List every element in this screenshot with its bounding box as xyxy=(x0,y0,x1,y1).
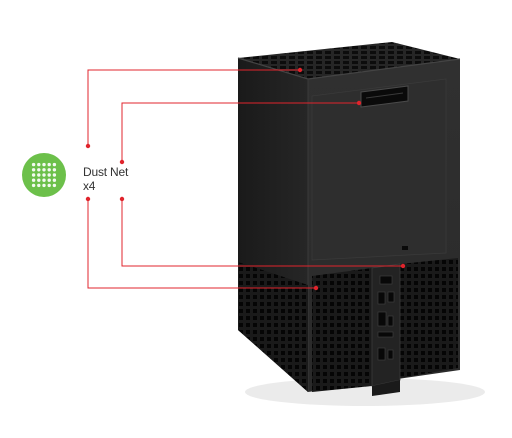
filter-perforation xyxy=(52,183,57,188)
leader-line-bottom xyxy=(87,199,316,289)
filter-perforation xyxy=(47,162,51,167)
leader-dot xyxy=(119,159,125,165)
filter-perforation xyxy=(37,173,41,177)
filter-perforation xyxy=(37,178,41,182)
leader-line-upper-vent xyxy=(121,102,359,162)
filter-perforation xyxy=(31,178,36,182)
port-power xyxy=(379,275,393,285)
filter-perforation xyxy=(47,168,51,172)
port-usb-b xyxy=(387,315,394,327)
leader-dots xyxy=(85,67,406,291)
filter-perforation xyxy=(47,173,51,177)
port-storage xyxy=(377,331,394,338)
filter-perforation xyxy=(37,168,41,172)
callout-title: Dust Net xyxy=(83,165,129,179)
filter-perforation xyxy=(47,183,51,188)
filter-perforation xyxy=(37,162,41,167)
back-mesh-left xyxy=(312,268,372,392)
filter-perforation xyxy=(42,162,46,167)
filter-perforation xyxy=(31,162,36,167)
side-mesh-vent xyxy=(238,262,308,392)
filter-perforation xyxy=(31,173,36,177)
filter-perforation xyxy=(31,168,36,172)
filter-perforation xyxy=(42,168,46,172)
port-ethernet xyxy=(377,311,387,327)
leader-dot xyxy=(85,196,91,202)
callout-quantity: x4 xyxy=(83,179,96,193)
filter-perforation xyxy=(47,178,51,182)
filter-perforation xyxy=(52,178,57,182)
leader-dot xyxy=(356,100,362,106)
filter-perforation xyxy=(42,178,46,182)
port-usb-c xyxy=(377,347,386,361)
small-port xyxy=(402,246,408,250)
leader-line-top xyxy=(87,69,300,146)
upper-vent-rib xyxy=(365,92,404,99)
port-usb-a xyxy=(387,291,395,303)
dust-filter-icon xyxy=(22,153,66,197)
leader-line-mid xyxy=(121,199,403,267)
leader-dot xyxy=(400,263,406,269)
filter-perforation xyxy=(31,183,36,188)
console-base xyxy=(372,380,400,396)
leader-dot xyxy=(85,143,91,149)
leader-lines xyxy=(87,69,403,289)
port-hdmi xyxy=(377,291,386,305)
port-aux xyxy=(387,349,394,360)
back-panel-recess xyxy=(311,78,447,261)
filter-perforation xyxy=(42,173,46,177)
leader-dot xyxy=(297,67,303,73)
leader-dot xyxy=(119,196,125,202)
filter-perforation xyxy=(42,183,46,188)
leader-dot xyxy=(313,285,319,291)
back-mesh-right xyxy=(400,258,458,378)
filter-perforation xyxy=(52,173,57,177)
filter-perforation xyxy=(52,168,57,172)
io-ports xyxy=(377,275,395,361)
filter-perforation xyxy=(52,162,57,167)
upper-vent-slot xyxy=(360,85,409,108)
filter-perforation xyxy=(37,183,41,188)
